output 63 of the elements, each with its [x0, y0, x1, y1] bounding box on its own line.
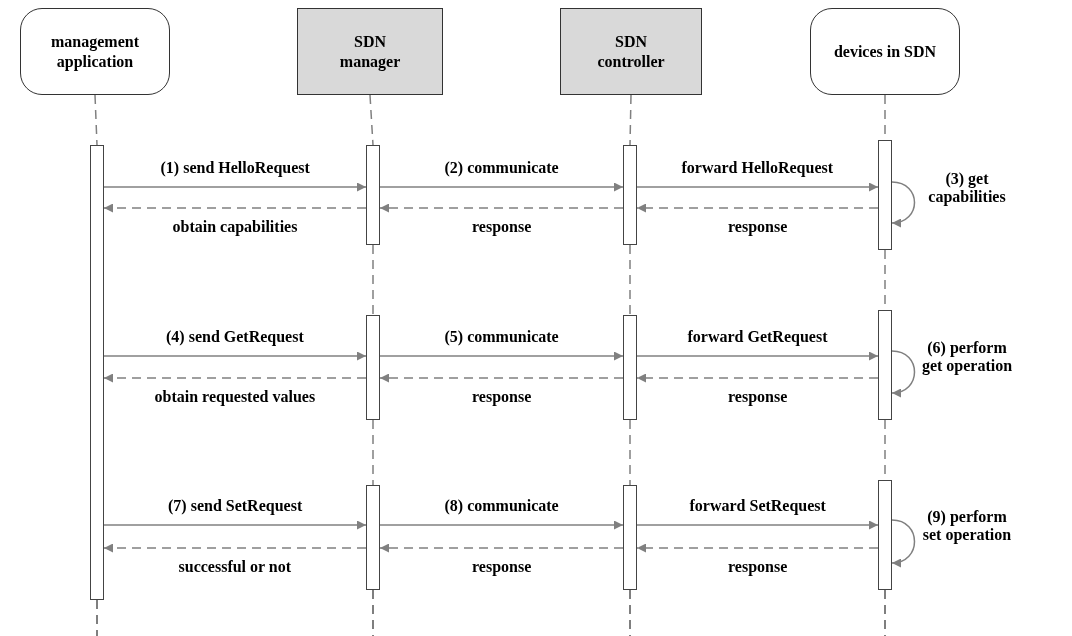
message-label: (1) send HelloRequest: [160, 159, 310, 177]
self-message-arrow: [891, 350, 916, 397]
message-label: (6) perform get operation: [920, 339, 1014, 375]
self-message-arrow: [891, 181, 916, 227]
message-label: response: [728, 218, 788, 236]
activation-bar: [366, 145, 380, 245]
message-label: successful or not: [178, 558, 292, 576]
message-label: obtain requested values: [154, 388, 316, 406]
return-arrow: [379, 373, 624, 383]
participant-box: SDN manager: [297, 8, 443, 95]
lifeline: [629, 94, 632, 146]
message-label: response: [472, 218, 532, 236]
message-label: (3) get capabilities: [927, 170, 1007, 206]
self-message-arrow: [891, 519, 916, 567]
return-arrow: [103, 543, 367, 553]
message-label: (2) communicate: [444, 159, 559, 177]
message-label: response: [472, 558, 532, 576]
return-arrow: [379, 543, 624, 553]
message-arrow: [379, 520, 624, 530]
participant-box: management application: [20, 8, 170, 95]
message-label: forward GetRequest: [687, 328, 828, 346]
message-label: (5) communicate: [444, 328, 559, 346]
message-arrow: [103, 351, 367, 361]
activation-bar: [878, 140, 892, 250]
message-label: forward SetRequest: [689, 497, 826, 515]
lifeline: [372, 419, 374, 486]
activation-bar: [366, 315, 380, 420]
return-arrow: [103, 373, 367, 383]
message-label: (7) send SetRequest: [168, 497, 303, 515]
participant-box: SDN controller: [560, 8, 702, 95]
message-arrow: [636, 351, 879, 361]
return-arrow: [636, 543, 879, 553]
return-arrow: [379, 203, 624, 213]
message-arrow: [103, 520, 367, 530]
lifeline: [372, 244, 374, 316]
message-arrow: [379, 351, 624, 361]
lifeline: [629, 244, 631, 316]
message-arrow: [103, 182, 367, 192]
activation-bar: [90, 145, 104, 600]
activation-bar: [878, 310, 892, 420]
activation-bar: [366, 485, 380, 590]
message-arrow: [636, 520, 879, 530]
lifeline: [369, 94, 374, 146]
message-label: response: [728, 558, 788, 576]
activation-bar: [623, 485, 637, 590]
message-label: response: [472, 388, 532, 406]
participant-box: devices in SDN: [810, 8, 960, 95]
activation-bar: [623, 145, 637, 245]
message-label: (9) perform set operation: [921, 508, 1013, 544]
activation-bar: [878, 480, 892, 590]
return-arrow: [636, 203, 879, 213]
message-label: response: [728, 388, 788, 406]
message-label: obtain capabilities: [172, 218, 298, 236]
return-arrow: [103, 203, 367, 213]
return-arrow: [636, 373, 879, 383]
activation-bar: [623, 315, 637, 420]
lifeline: [629, 419, 631, 486]
message-label: forward HelloRequest: [681, 159, 834, 177]
message-arrow: [636, 182, 879, 192]
message-arrow: [379, 182, 624, 192]
lifeline: [94, 94, 98, 146]
message-label: (8) communicate: [444, 497, 559, 515]
message-label: (4) send GetRequest: [166, 328, 304, 346]
